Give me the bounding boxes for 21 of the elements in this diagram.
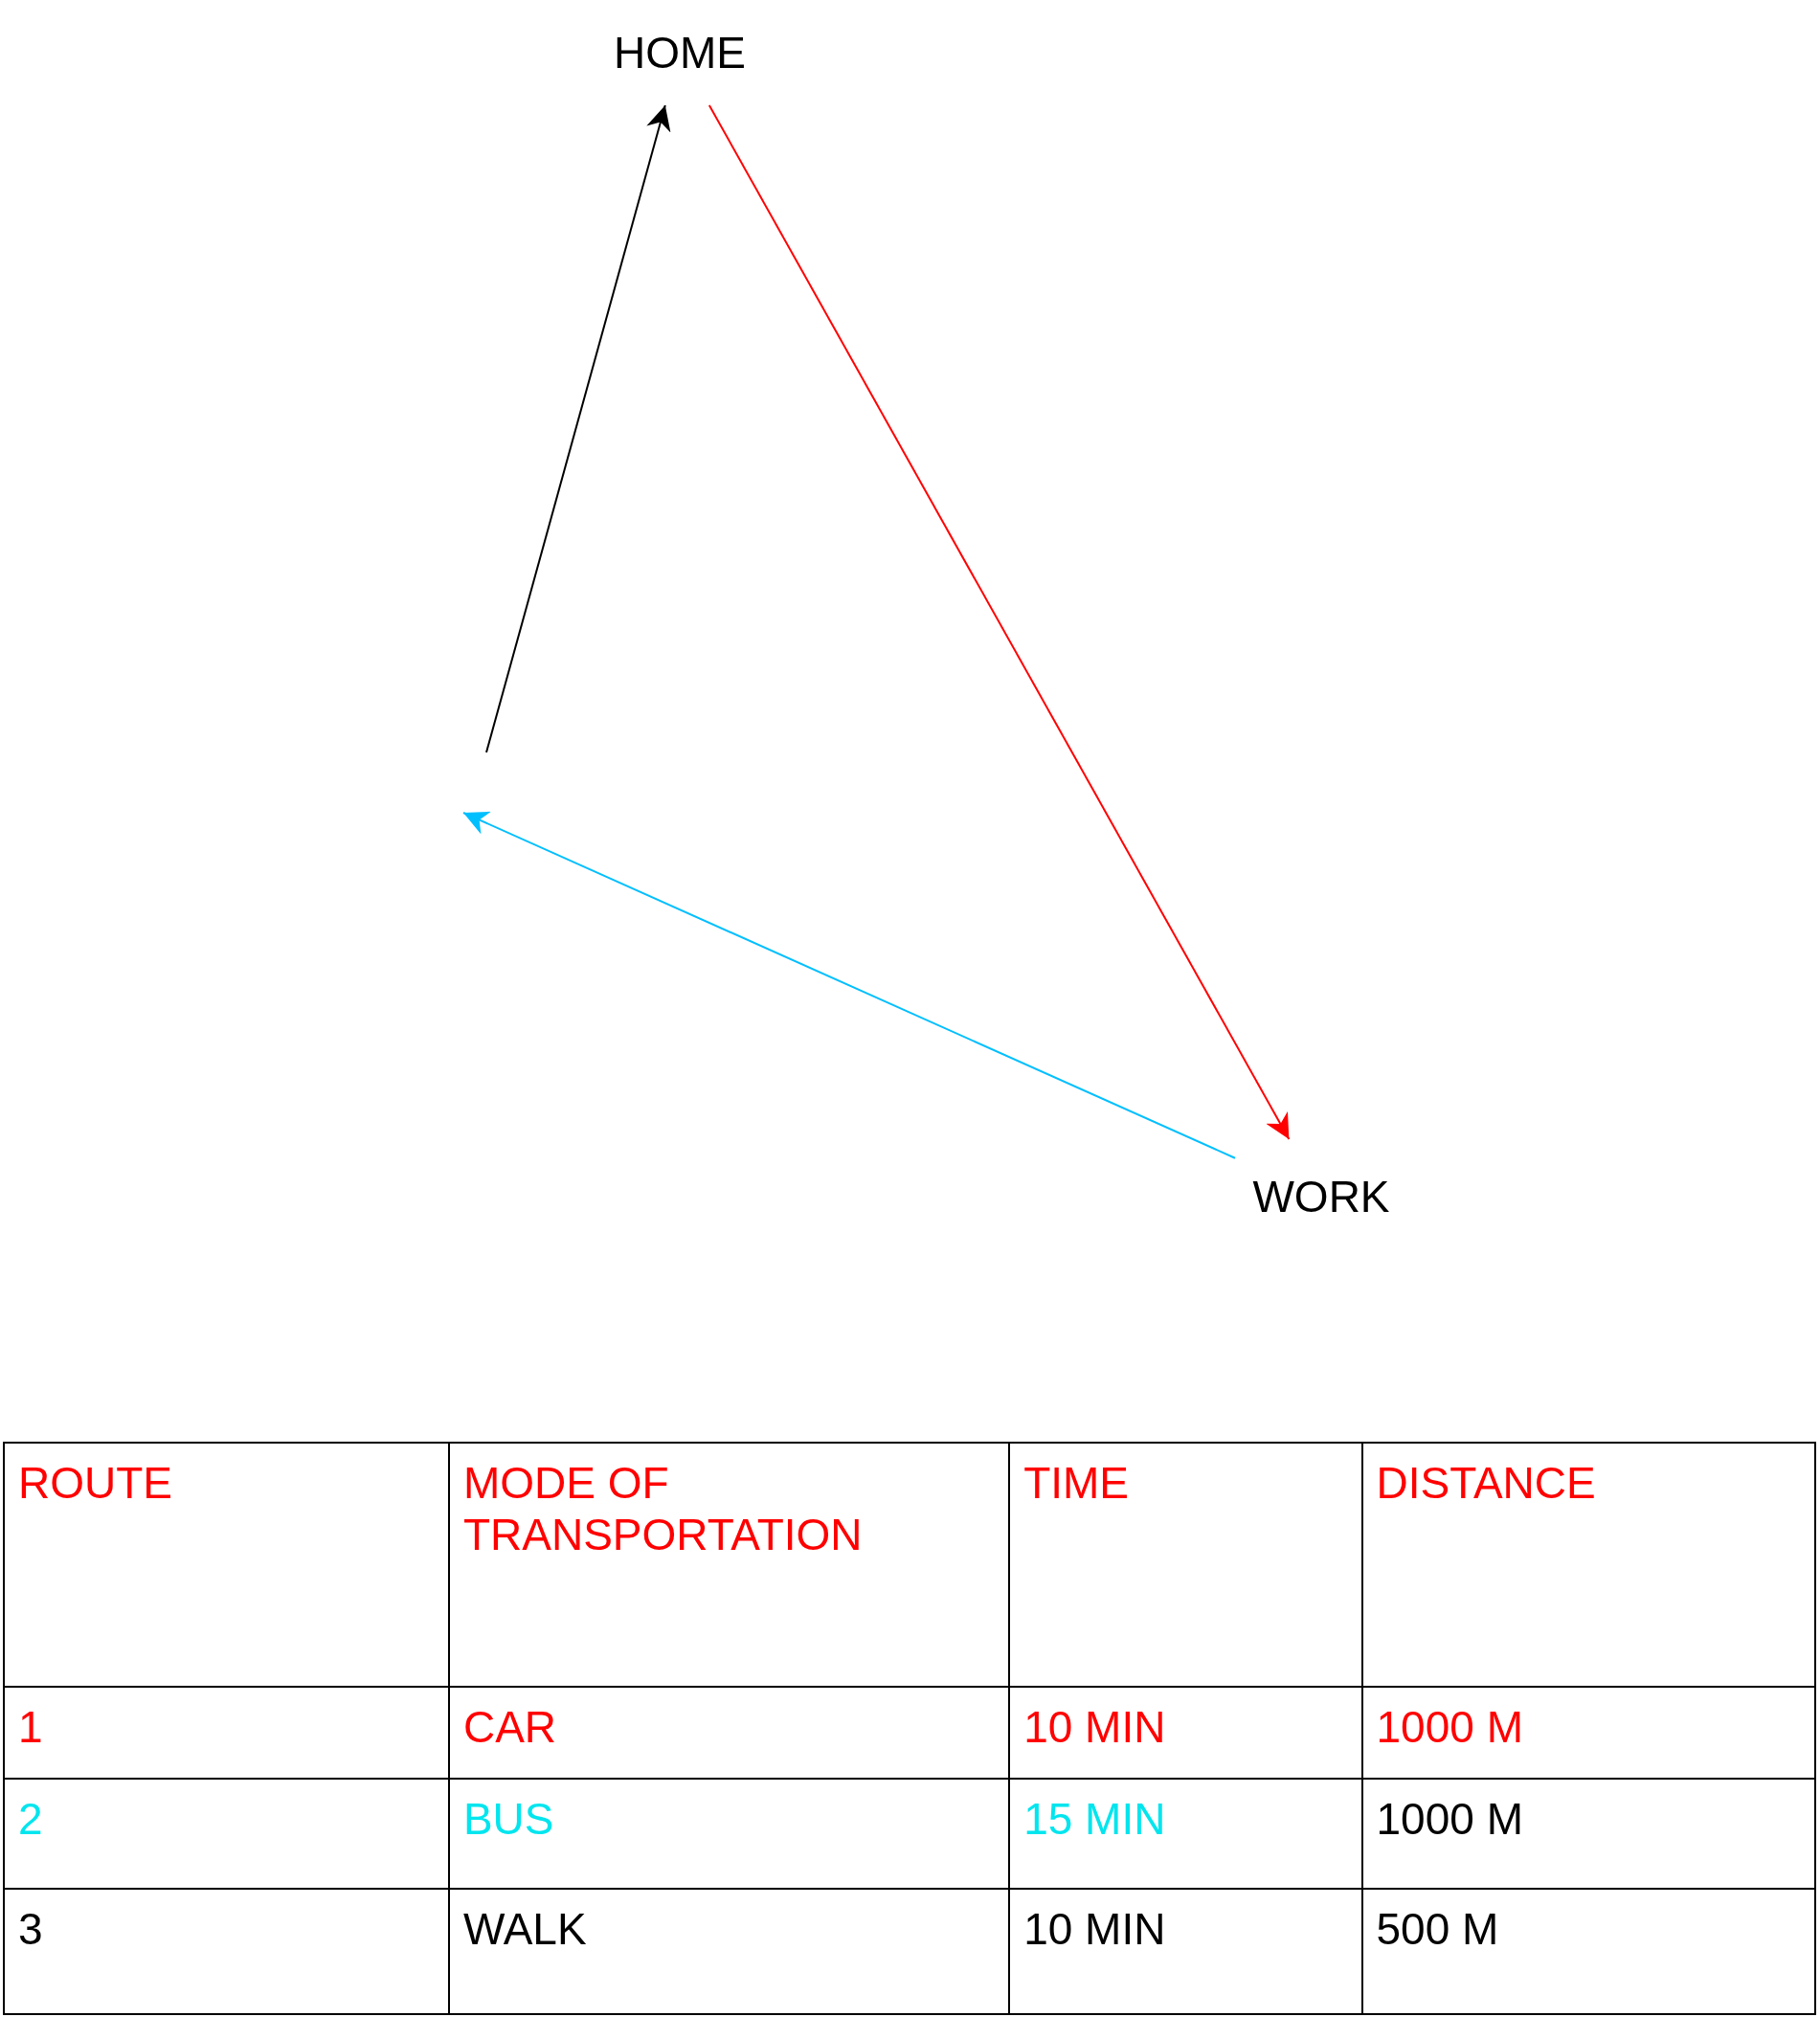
travel-time: 10 MIN xyxy=(1023,1702,1166,1752)
place-label: HOME xyxy=(614,27,746,78)
arrow xyxy=(708,104,1291,1140)
travel-time: 15 MIN xyxy=(1023,1794,1166,1844)
transport-mode: WALK xyxy=(462,1904,587,1954)
place-label: WORK xyxy=(1252,1171,1390,1222)
route-number: 1 xyxy=(18,1702,43,1752)
column-header: ROUTE xyxy=(18,1458,172,1508)
distance-value: 1000 M xyxy=(1376,1702,1523,1752)
route-number: 3 xyxy=(18,1904,43,1954)
route-number: 2 xyxy=(18,1794,43,1844)
distance-value: 1000 M xyxy=(1376,1794,1523,1844)
travel-time: 10 MIN xyxy=(1023,1904,1166,1954)
transport-mode: BUS xyxy=(462,1794,554,1844)
column-header: DISTANCE xyxy=(1376,1458,1596,1508)
transport-mode: CAR xyxy=(462,1702,557,1752)
arrow xyxy=(462,811,1236,1159)
distance-value: 500 M xyxy=(1376,1904,1499,1954)
arrow xyxy=(485,104,671,753)
column-header: TIME xyxy=(1023,1458,1130,1508)
column-header: MODE OF TRANSPORTATION xyxy=(462,1458,863,1559)
